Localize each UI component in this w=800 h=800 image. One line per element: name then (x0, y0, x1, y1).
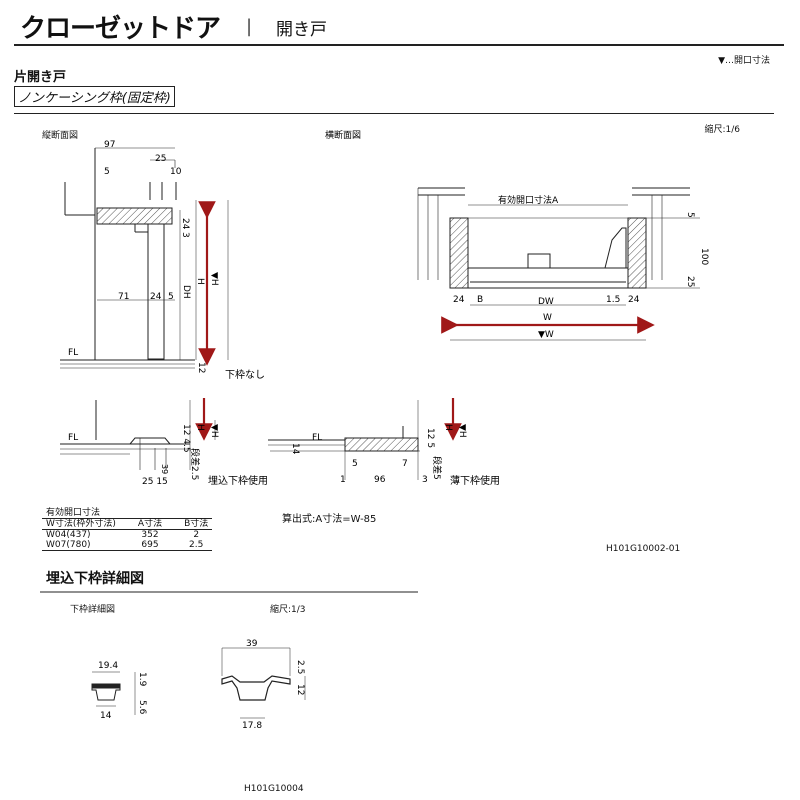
detail-scale: 縮尺:1/3 (270, 605, 306, 615)
dim-h-24-right: 24 (628, 295, 640, 305)
embedded-frame-note: 埋込下枠使用 (208, 474, 268, 487)
dim-100: 100 (699, 248, 709, 265)
scale-label: 縮尺:1/6 (704, 125, 740, 135)
dim-17-8: 17.8 (242, 721, 262, 731)
table-cell: 695 (141, 540, 159, 550)
dim-step-2-5: 段差2.5 (189, 448, 201, 480)
detail-section-title: 埋込下枠詳細図 (46, 571, 144, 587)
dim-DW: DW (538, 297, 554, 307)
dim-H: H (195, 278, 205, 285)
title-separator: | (246, 16, 253, 37)
dim-24-mid: 24 (150, 292, 162, 302)
detail-subtitle: 下枠詳細図 (70, 605, 116, 615)
section-rule (14, 113, 774, 114)
page-title: クローゼットドア (20, 14, 221, 44)
floor-label-1: FL (68, 348, 78, 358)
embedded-frame-drawing (60, 398, 216, 470)
dim-14: 14 (100, 711, 112, 721)
dim-open-W: ▼W (538, 330, 554, 340)
header-rule (14, 44, 784, 46)
thin-frame-drawing (268, 398, 462, 480)
table-row: W04(437) 352 2 (42, 530, 212, 541)
formula-text: 算出式:A寸法=W-85 (282, 514, 377, 525)
opening-dimension-legend: ▼…開口寸法 (718, 56, 770, 66)
dim-97: 97 (104, 140, 115, 150)
dim-DH: DH (181, 285, 191, 299)
small-detail-drawing (91, 671, 136, 715)
dim-71: 71 (118, 292, 129, 302)
dim-12: 12 (196, 362, 206, 373)
dim-detail-12: 12 (295, 684, 305, 695)
vertical-section-drawing (60, 147, 229, 369)
table-header-a: A寸法 (137, 519, 163, 529)
dim-24-top: 24 (180, 218, 190, 230)
dim-5: 5 (104, 167, 110, 177)
vertical-view-title: 縦断面図 (42, 131, 79, 141)
floor-label-2: FL (68, 433, 78, 443)
drawing-code-1: H101G10002-01 (606, 544, 681, 554)
dim-3: 3 (180, 232, 190, 238)
dim-step-5: 段差5 (431, 456, 443, 480)
horizontal-section-drawing (417, 187, 700, 341)
effective-opening-label: 有効開口寸法A (498, 194, 559, 206)
page-subtitle: 開き戸 (276, 20, 327, 40)
dim-B: B (477, 295, 483, 305)
dim-thin-1: 1 (340, 475, 346, 485)
dim-emb-39: 39 (160, 464, 169, 474)
dim-emb-H: H (195, 424, 205, 431)
thin-frame-note: 薄下枠使用 (450, 474, 500, 487)
no-bottom-frame-note: 下枠なし (225, 368, 265, 381)
dim-emb-open-H: ▼H (209, 424, 219, 438)
table-cell: 352 (141, 530, 159, 540)
dim-thin-open-H: ▼H (457, 424, 467, 438)
large-detail-drawing (221, 647, 306, 719)
table-cell: 2 (193, 530, 200, 540)
dim-emb-12-4-5: 12 4.5 (181, 424, 191, 453)
table-header-b: B寸法 (184, 519, 209, 529)
table-cell: W04(437) (46, 530, 91, 540)
table-title: 有効開口寸法 (46, 508, 101, 518)
dim-1-5: 1.5 (606, 295, 620, 305)
dim-thin-12-5: 12 5 (425, 428, 435, 448)
dim-19-4: 19.4 (98, 661, 118, 671)
dim-thin-5: 5 (352, 459, 358, 469)
section-title: 片開き戸 (14, 70, 67, 85)
dim-5-mid: 5 (168, 292, 174, 302)
dim-10: 10 (170, 167, 182, 177)
effective-opening-table: 有効開口寸法 W寸法(枠外寸法) A寸法 B寸法 W04(437) 352 2 … (42, 508, 213, 551)
table-cell: 2.5 (189, 540, 204, 550)
horizontal-view-title: 横断面図 (325, 129, 361, 141)
dim-W: W (543, 313, 552, 323)
frame-type-label: ノンケーシング枠(固定枠) (14, 86, 175, 107)
table-cell: W07(780) (46, 540, 91, 550)
dim-thin-7: 7 (402, 459, 408, 469)
dim-emb-25-15: 25 15 (142, 477, 168, 487)
dim-thin-14: 14 (290, 443, 300, 455)
dim-h-5: 5 (685, 212, 695, 218)
dim-25: 25 (155, 154, 166, 164)
dim-39: 39 (246, 639, 258, 649)
dim-2-5: 2.5 (295, 660, 305, 674)
dim-thin-H: H (443, 424, 453, 431)
dim-1-9: 1.9 (137, 672, 147, 687)
table-row: W07(780) 695 2.5 (42, 540, 213, 551)
dim-open-H: ▼H (209, 272, 219, 286)
table-header-w: W寸法(枠外寸法) (46, 519, 116, 529)
dim-h-24-left: 24 (453, 295, 465, 305)
dim-h-25: 25 (685, 276, 695, 287)
dim-thin-3: 3 (422, 475, 428, 485)
drawing-code-2: H101G10004 (244, 784, 304, 794)
floor-label-3: FL (312, 433, 322, 443)
dim-5-6: 5.6 (137, 700, 147, 715)
dim-thin-96: 96 (374, 475, 386, 485)
